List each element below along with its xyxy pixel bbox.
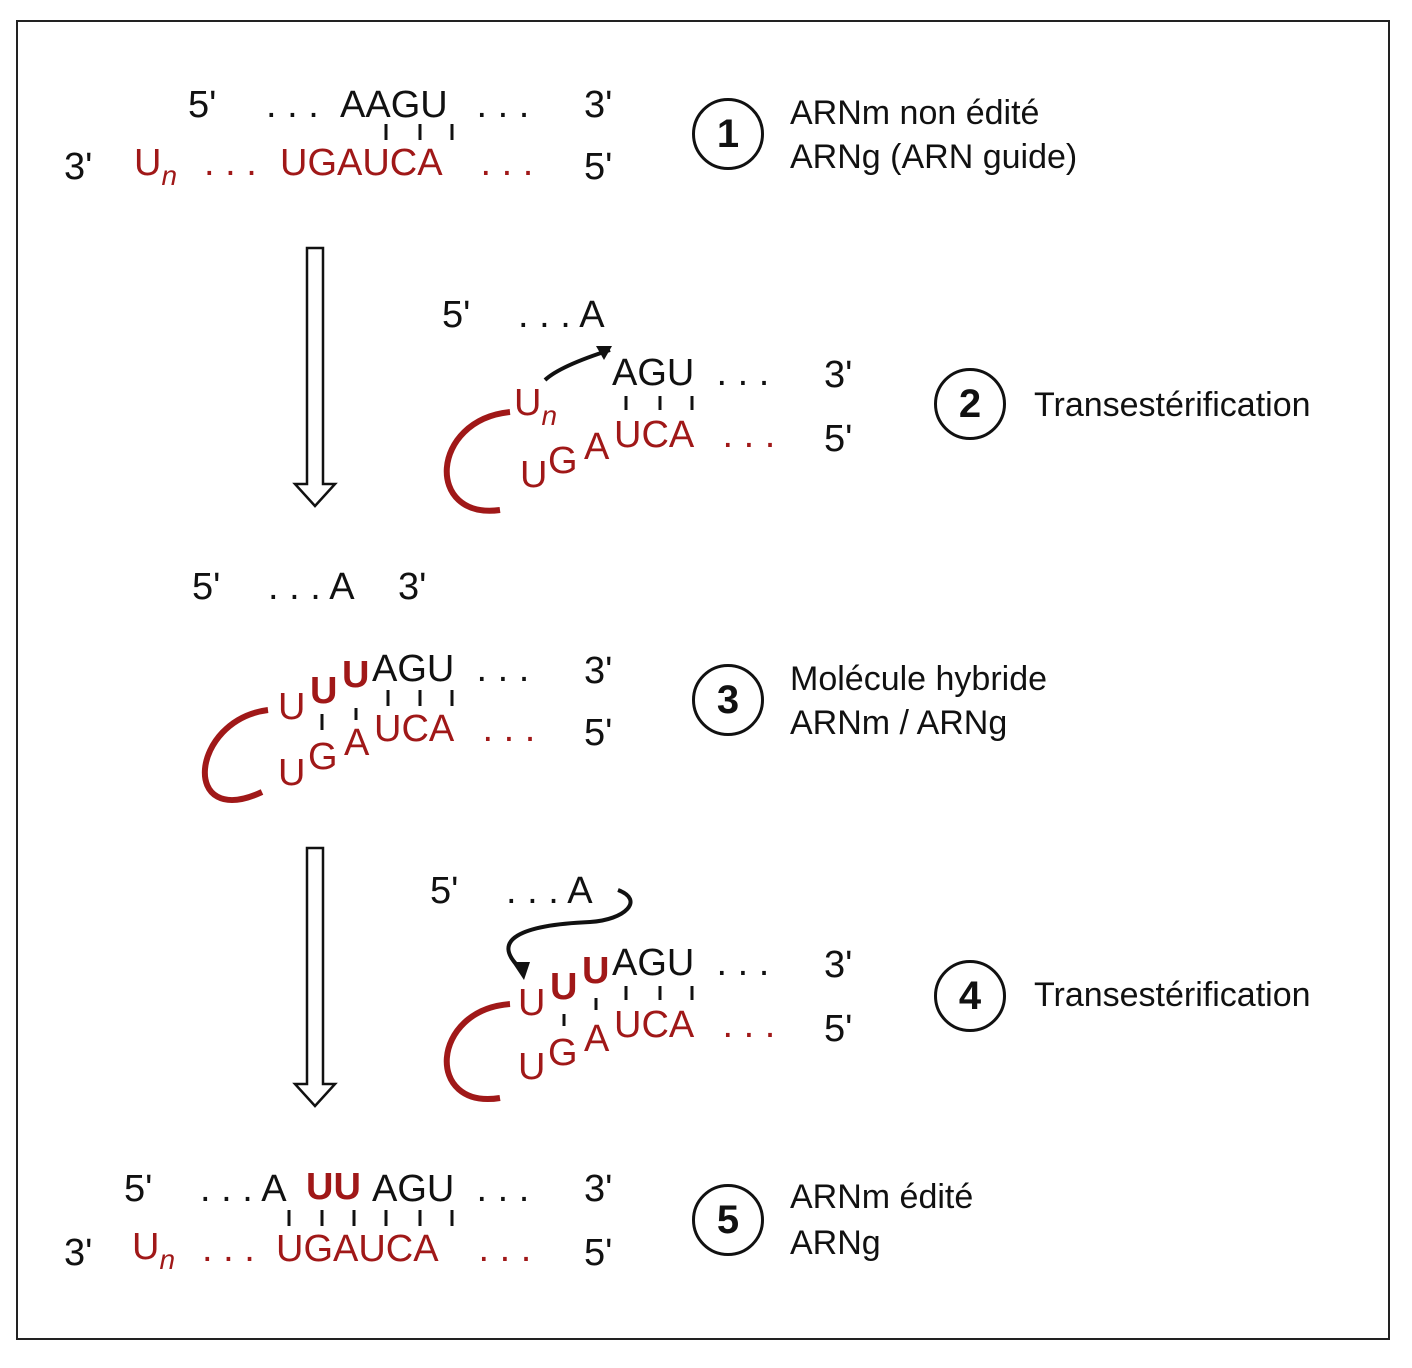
- guide-loop-3: [201, 707, 269, 803]
- mrna-5-prime: 5': [442, 294, 471, 336]
- mrna-dots: . . .: [706, 942, 770, 984]
- diagram-frame: [16, 20, 1390, 1340]
- step-label-line-1: ARNm édité: [790, 1178, 974, 1216]
- mrna-3-prime-cut: 3': [398, 566, 427, 608]
- inserted-u-3: U: [582, 950, 610, 992]
- transesterification-arrow-2: [543, 348, 611, 382]
- mrna-upstream: . . . A: [518, 294, 605, 336]
- guide-5-prime: 5': [584, 712, 613, 754]
- guide-u-tail: Un: [514, 382, 558, 431]
- inserted-u-3: U: [342, 654, 370, 696]
- guide-dots-left: . . .: [202, 1228, 266, 1270]
- step-number-badge: 1: [692, 98, 764, 170]
- guide-dots-right: . . .: [468, 1228, 532, 1270]
- guide-5-prime: 5': [584, 1232, 613, 1274]
- mrna-dots: . . .: [706, 352, 770, 394]
- guide-g: G: [548, 1032, 578, 1074]
- pair-ticks-1: [384, 124, 454, 140]
- arrowhead-4: [512, 962, 530, 980]
- step-label-line-2: ARNg (ARN guide): [790, 138, 1078, 176]
- inserted-uu: UU: [306, 1166, 361, 1208]
- mrna-3-prime: 3': [824, 944, 853, 986]
- mrna-5-prime: 5': [430, 870, 459, 912]
- guide-sequence: UGAUCA: [276, 1228, 439, 1270]
- step-number-badge: 4: [934, 960, 1006, 1032]
- step-number-badge: 3: [692, 664, 764, 736]
- mrna-3-prime: 3': [584, 1168, 613, 1210]
- mrna-3-prime: 3': [584, 650, 613, 692]
- mrna-downstream: AGU: [612, 352, 695, 394]
- guide-dots: . . .: [712, 1004, 776, 1046]
- inserted-u-2: U: [550, 966, 578, 1008]
- guide-g: G: [308, 736, 338, 778]
- guide-u-tail: Un: [134, 142, 178, 191]
- guide-5-prime: 5': [824, 1008, 853, 1050]
- inserted-u-1: U: [278, 686, 306, 728]
- down-arrow-1: [292, 246, 338, 508]
- arrowhead-2: [596, 346, 612, 360]
- mrna-upstream: . . . A: [268, 566, 355, 608]
- guide-sequence: UCA: [614, 1004, 695, 1046]
- guide-sequence: UCA: [614, 414, 695, 456]
- mrna-3-prime: 3': [584, 84, 613, 126]
- guide-u: U: [278, 752, 306, 794]
- step-label: Transestérification: [1034, 976, 1311, 1014]
- down-arrow-2: [292, 846, 338, 1108]
- guide-g: G: [548, 440, 578, 482]
- pair-ticks-5: [287, 1210, 454, 1226]
- guide-loop-4: [443, 1001, 511, 1102]
- transesterification-arrow-4: [506, 888, 633, 970]
- pair-ticks-2: [624, 396, 694, 410]
- mrna-5-prime: 5': [124, 1168, 153, 1210]
- guide-a: A: [584, 1018, 610, 1060]
- guide-dots-left: . . .: [204, 142, 268, 184]
- step-label-line-1: Molécule hybride: [790, 660, 1048, 698]
- guide-loop-2: [443, 409, 511, 514]
- pair-ticks-4: [562, 986, 694, 1026]
- step-number-badge: 5: [692, 1184, 764, 1256]
- mrna-dots: . . .: [466, 1168, 530, 1210]
- mrna-downstream: AGU: [372, 648, 455, 690]
- guide-dots: . . .: [712, 414, 776, 456]
- guide-5-prime: 5': [824, 418, 853, 460]
- mrna-upstream: . . . A: [506, 870, 593, 912]
- guide-u: U: [520, 454, 548, 496]
- step-label: Transestérification: [1034, 386, 1311, 424]
- mrna-downstream: AGU: [612, 942, 695, 984]
- guide-3-prime: 3': [64, 1232, 93, 1274]
- guide-a: A: [344, 722, 370, 764]
- mrna-downstream: AGU: [372, 1168, 455, 1210]
- guide-dots-right: . . .: [470, 142, 534, 184]
- pair-ticks-3: [320, 690, 454, 730]
- mrna-dots: . . .: [466, 648, 530, 690]
- guide-a: A: [584, 426, 610, 468]
- guide-sequence: UCA: [374, 708, 455, 750]
- mrna-5-prime: 5': [192, 566, 221, 608]
- mrna-dots-left: . . .: [266, 84, 330, 126]
- step-number-badge: 2: [934, 368, 1006, 440]
- mrna-5-prime: 5': [188, 84, 217, 126]
- step-label-line-1: ARNm non édité: [790, 94, 1040, 132]
- guide-u: U: [518, 1046, 546, 1088]
- mrna-3-prime: 3': [824, 354, 853, 396]
- guide-sequence: UGAUCA: [280, 142, 443, 184]
- guide-5-prime: 5': [584, 146, 613, 188]
- guide-dots: . . .: [472, 708, 536, 750]
- guide-3-prime: 3': [64, 146, 93, 188]
- mrna-sequence: AAGU: [340, 84, 448, 126]
- inserted-u-2: U: [310, 670, 338, 712]
- step-label-line-2: ARNg: [790, 1224, 881, 1262]
- step-label-line-2: ARNm / ARNg: [790, 704, 1008, 742]
- mrna-dots-right: . . .: [466, 84, 530, 126]
- inserted-u-1: U: [518, 982, 546, 1024]
- guide-u-tail: Un: [132, 1226, 176, 1275]
- mrna-upstream: . . . A: [200, 1168, 287, 1210]
